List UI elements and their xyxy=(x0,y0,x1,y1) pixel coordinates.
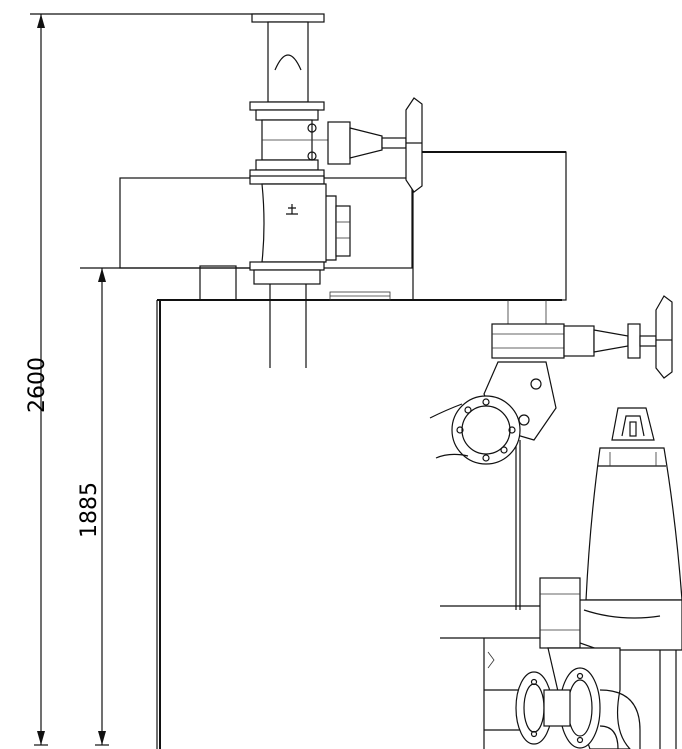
dimension-overall xyxy=(30,13,290,746)
check-valve xyxy=(249,175,351,285)
dimension-label-1885: 1885 xyxy=(77,482,102,538)
upper-gate-valve xyxy=(249,97,423,193)
discharge-gate-valve xyxy=(429,295,673,465)
dimension-label-2600: 2600 xyxy=(25,357,50,413)
valve-chamber-structure xyxy=(119,151,567,749)
dimension-inlet xyxy=(80,267,250,746)
bottom-pipework xyxy=(440,605,677,749)
riser-pipe xyxy=(251,13,325,368)
submersible-pump xyxy=(539,407,682,749)
